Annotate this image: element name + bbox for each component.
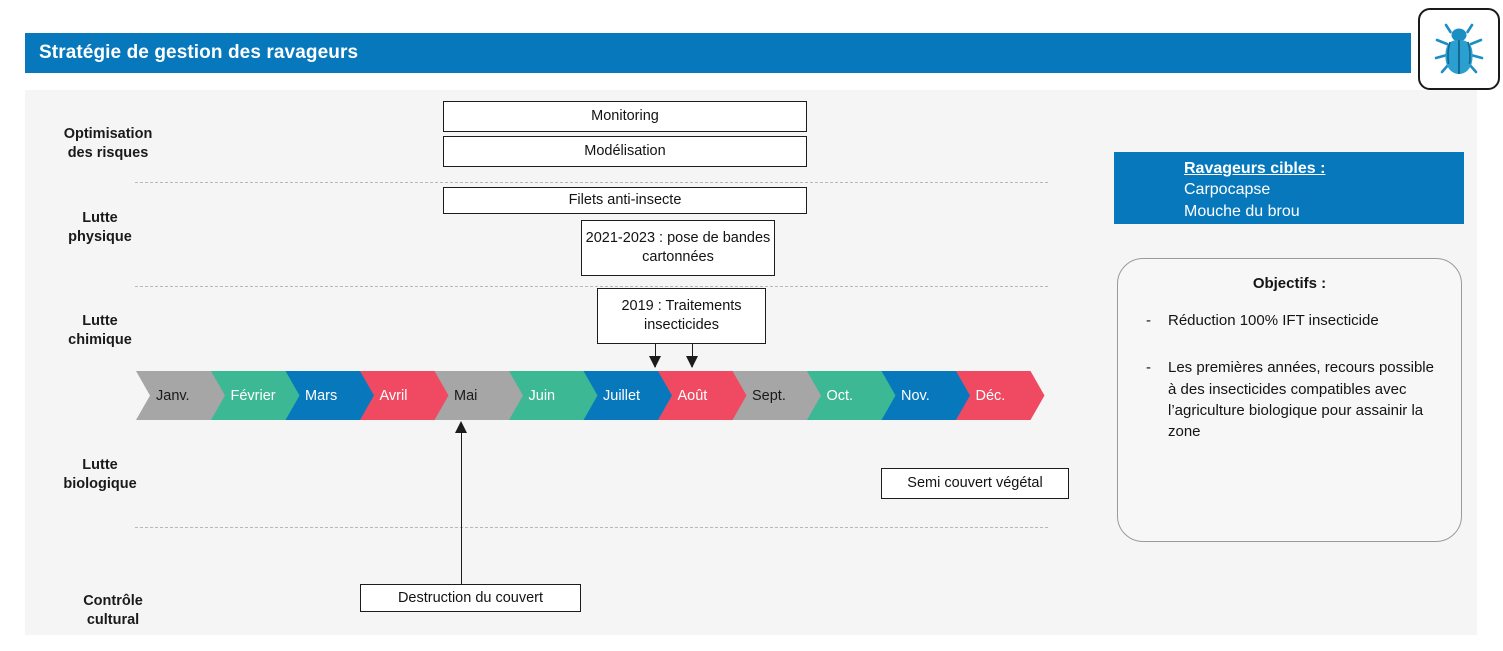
objectifs-panel: Objectifs : - Réduction 100% IFT insecti…	[1117, 258, 1462, 542]
timeline-month-janv[interactable]: Janv.	[136, 371, 225, 420]
row-label-lutte-biologique: Lutte biologique	[63, 457, 137, 493]
timeline-month-label: Janv.	[156, 387, 190, 404]
row-separator-2	[135, 286, 1048, 287]
arrow-head-destruction	[455, 421, 467, 433]
timeline-month-label: Déc.	[975, 387, 1006, 404]
timeline-month-juin[interactable]: Juin	[509, 371, 598, 420]
timeline-month-nov[interactable]: Nov.	[881, 371, 970, 420]
timeline-month-déc[interactable]: Déc.	[956, 371, 1045, 420]
box-modelisation[interactable]: Modélisation	[443, 136, 807, 167]
title-bar: Stratégie de gestion des ravageurs	[25, 33, 1411, 73]
box-destruction-du-couvert[interactable]: Destruction du couvert	[360, 584, 581, 612]
timeline-month-label: Oct.	[826, 387, 854, 404]
logo-container	[1418, 8, 1500, 90]
objectifs-item-text-0: Réduction 100% IFT insecticide	[1168, 312, 1379, 329]
row-separator-3	[135, 527, 1048, 528]
row-label-lutte-physique: Lutte physique	[68, 210, 132, 246]
objectifs-list: - Réduction 100% IFT insecticide - Les p…	[1118, 310, 1461, 442]
box-semi-couvert-vegetal[interactable]: Semi couvert végétal	[881, 468, 1069, 499]
timeline-month-label: Sept.	[752, 387, 786, 404]
arrow-head-traitements-2	[685, 356, 698, 368]
timeline-month-label: Février	[230, 387, 276, 404]
box-bandes-cartonnees[interactable]: 2021-2023 : pose de bandes cartonnées	[581, 220, 775, 276]
ravageurs-item-1: Mouche du brou	[1184, 202, 1300, 220]
timeline-month-février[interactable]: Février	[211, 371, 300, 420]
ravageurs-item-0: Carpocapse	[1184, 181, 1271, 199]
arrow-line-traitements-1	[655, 344, 657, 367]
box-filets-anti-insecte[interactable]: Filets anti-insecte	[443, 187, 807, 214]
box-traitements-insecticides[interactable]: 2019 : Traitements insecticides	[597, 288, 766, 344]
arrow-head-traitements-1	[648, 356, 661, 368]
timeline-month-label: Mai	[454, 387, 478, 404]
timeline-month-mars[interactable]: Mars	[285, 371, 374, 420]
timeline-month-mai[interactable]: Mai	[434, 371, 523, 420]
row-label-lutte-chimique: Lutte chimique	[68, 313, 132, 349]
timeline-month-avril[interactable]: Avril	[360, 371, 449, 420]
beetle-icon	[1434, 23, 1484, 74]
objectifs-list-item: - Les premières années, recours possible…	[1146, 357, 1441, 442]
timeline-month-label: Août	[677, 387, 708, 404]
objectifs-title: Objectifs :	[1252, 275, 1327, 292]
timeline-month-label: Juillet	[603, 387, 641, 404]
row-label-controle-cultural: Contrôle cultural	[83, 593, 143, 629]
arrow-line-traitements-2	[692, 344, 694, 367]
objectifs-list-item: - Réduction 100% IFT insecticide	[1146, 310, 1441, 331]
row-separator-1	[135, 182, 1048, 183]
arrow-line-destruction	[461, 432, 463, 584]
bullet-dash-icon: -	[1146, 359, 1151, 377]
row-label-optimisation: Optimisation des risques	[63, 126, 153, 162]
timeline-month-label: Avril	[379, 387, 408, 404]
page-title: Stratégie de gestion des ravageurs	[39, 42, 359, 63]
timeline-month-août[interactable]: Août	[658, 371, 747, 420]
month-timeline: Janv. Février Mars Avril Mai Juin Juillet Août S…	[136, 371, 1045, 420]
timeline-month-juillet[interactable]: Juillet	[583, 371, 672, 420]
box-monitoring[interactable]: Monitoring	[443, 101, 807, 132]
timeline-month-oct[interactable]: Oct.	[807, 371, 896, 420]
bullet-dash-icon: -	[1146, 312, 1151, 329]
ravageurs-cibles-panel: Ravageurs cibles : Carpocapse Mouche du …	[1114, 152, 1464, 224]
ravageurs-cibles-title: Ravageurs cibles :	[1184, 160, 1326, 177]
timeline-month-sept[interactable]: Sept.	[732, 371, 821, 420]
objectifs-item-text-1: Les premières années, recours possible à…	[1168, 359, 1434, 441]
timeline-month-label: Nov.	[901, 387, 930, 404]
timeline-month-label: Juin	[528, 387, 556, 404]
timeline-month-label: Mars	[305, 387, 338, 404]
